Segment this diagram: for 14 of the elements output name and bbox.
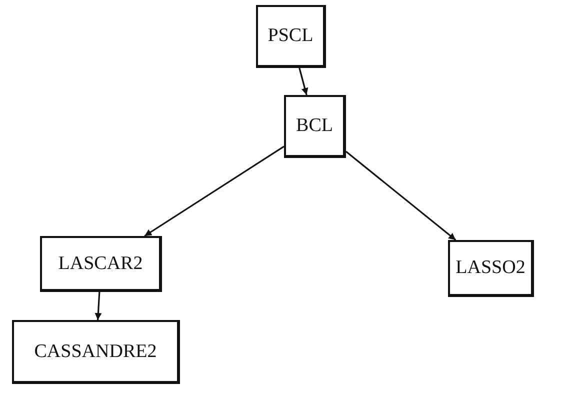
process-box [448, 240, 534, 297]
arrow [346, 150, 456, 241]
node-label: PSCL [268, 25, 314, 47]
node-label: LASCAR2 [58, 252, 143, 274]
process-box [12, 320, 180, 384]
process-box [284, 95, 346, 158]
arrow [298, 68, 308, 96]
process-box [256, 5, 326, 68]
node-label: BCL [296, 115, 333, 137]
arrow [144, 146, 284, 237]
node-label: LASSO2 [456, 257, 526, 279]
node-label: CASSANDRE2 [34, 340, 157, 362]
process-box [40, 236, 162, 292]
arrow [94, 292, 102, 320]
